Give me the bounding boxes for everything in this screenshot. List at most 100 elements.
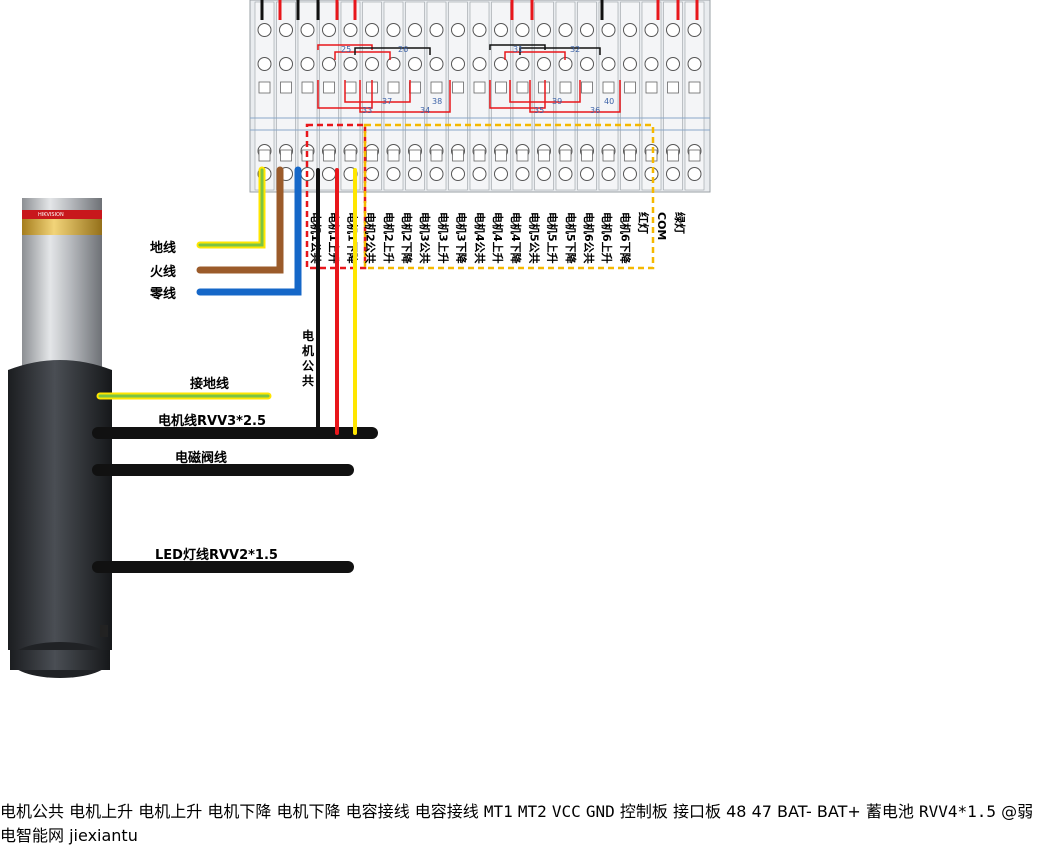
- terminal-screw: [623, 57, 637, 71]
- terminal-label: 电机3上升: [436, 212, 450, 264]
- terminal-column: [512, 1, 533, 191]
- label-mt2: MT2: [517, 802, 547, 821]
- terminal-screw: [365, 57, 379, 71]
- terminal-slot: [430, 81, 443, 94]
- terminal-screw: [515, 167, 530, 181]
- terminal-slot: [387, 149, 400, 162]
- terminal-screw: [494, 167, 508, 181]
- wiring-diagram: 25 26 33 34 37 38 31 32 35 36 39 40 电机1公…: [8, 0, 711, 678]
- terminal-slot: [688, 149, 701, 162]
- terminal-screw: [515, 23, 530, 37]
- terminal-slot: [323, 149, 335, 162]
- tb-num: 31: [513, 45, 523, 54]
- terminal-labels: 电机1公共电机1上升电机1下降电机2公共电机2上升电机2下降电机3公共电机3上升…: [309, 212, 687, 265]
- terminal-slot: [624, 149, 636, 162]
- label-ground: 地线: [150, 240, 176, 256]
- terminal-slot: [323, 81, 335, 94]
- terminal-slot: [581, 149, 593, 162]
- terminal-screw: [322, 57, 336, 71]
- terminal-slot: [495, 149, 507, 162]
- terminal-screw: [343, 23, 358, 37]
- terminal-slot: [667, 149, 679, 162]
- terminal-screw: [386, 23, 401, 37]
- terminal-column: [641, 1, 662, 191]
- tb-num: 35: [534, 106, 544, 115]
- terminal-column: [383, 1, 404, 191]
- terminal-column: [448, 1, 468, 191]
- terminal-slot: [538, 81, 550, 94]
- terminal-screw: [257, 23, 272, 37]
- terminal-screw: [537, 167, 551, 181]
- terminal-screw: [429, 57, 444, 71]
- bollard-cables: [92, 392, 378, 573]
- motor-common-hidden: 电机公共: [0, 802, 65, 821]
- terminal-label: 电机4上升: [491, 212, 505, 264]
- terminal-screw: [644, 23, 659, 37]
- terminal-screw: [472, 23, 487, 37]
- terminal-slot: [645, 149, 658, 162]
- label-ground-wire: 接地线: [190, 376, 229, 392]
- terminal-screw: [558, 167, 573, 181]
- terminal-screw: [687, 57, 702, 71]
- terminal-slot: [387, 81, 400, 94]
- tb-num: 38: [432, 97, 442, 106]
- terminal-screw: [472, 57, 487, 71]
- terminal-screw: [494, 23, 508, 37]
- terminal-screw: [644, 57, 659, 71]
- label-live: 火线: [150, 264, 176, 280]
- terminal-slot: [409, 81, 421, 94]
- controller-board: 控制板: [620, 802, 673, 821]
- label-motor-cable: 电机线RVV3*2.5: [158, 413, 266, 429]
- terminal-slot: [344, 149, 357, 162]
- terminal-slot: [516, 149, 529, 162]
- terminal-screw: [300, 57, 315, 71]
- terminal-slot: [280, 149, 292, 162]
- terminal-screw: [322, 23, 336, 37]
- terminal-label: 电机2下降: [400, 212, 414, 265]
- terminal-screw: [601, 23, 616, 37]
- label-mt1: MT1: [483, 802, 513, 821]
- terminal-label: 电机3公共: [418, 212, 432, 264]
- tb-num: 36: [590, 106, 600, 115]
- terminal-screw: [386, 57, 401, 71]
- terminal-slot: [581, 81, 593, 94]
- terminal-slot: [645, 81, 658, 94]
- terminal-label: 电机6下降: [618, 212, 632, 265]
- terminal-slot: [301, 81, 314, 94]
- terminal-screw: [365, 167, 379, 181]
- tb-num: 33: [362, 106, 372, 115]
- terminal-screw: [601, 167, 616, 181]
- terminal-screw: [257, 57, 272, 71]
- terminal-screw: [279, 23, 293, 37]
- motor-common-label: 电机公共: [302, 328, 314, 388]
- terminal-screw: [687, 23, 702, 37]
- terminal-screw: [537, 23, 551, 37]
- tb-num: 25: [341, 45, 351, 54]
- terminal-slot: [473, 149, 486, 162]
- motor-down-label: 电机下降: [207, 802, 272, 821]
- terminal-screw: [365, 23, 379, 37]
- tb-num: 37: [382, 97, 392, 106]
- label-vcc: VCC: [551, 802, 581, 821]
- terminal-screw: [666, 167, 680, 181]
- power-wires: [196, 166, 302, 296]
- terminal-column: [405, 1, 425, 191]
- terminal-label: 电机1下降: [345, 212, 359, 265]
- controller-label: 控制板: [619, 802, 668, 821]
- terminal-label: COM: [655, 212, 668, 240]
- terminal-column: [577, 1, 597, 191]
- terminal-screw: [644, 167, 659, 181]
- terminal-screw: [494, 57, 508, 71]
- label-button-cable: RVV4*1.5: [918, 802, 997, 821]
- tb-num: 40: [604, 97, 614, 106]
- terminal-screw: [666, 23, 680, 37]
- terminal-slot: [538, 149, 550, 162]
- terminal-label: 电机1上升: [327, 212, 341, 264]
- dashed-box-motors: [363, 123, 655, 270]
- tb-num: 39: [552, 97, 562, 106]
- motor-up-hidden: 电机上升: [138, 802, 203, 821]
- motor-down-hidden: 电机下降: [276, 802, 341, 821]
- terminal-slot: [452, 81, 464, 94]
- terminal-slot: [258, 149, 271, 162]
- terminal-screw: [580, 167, 594, 181]
